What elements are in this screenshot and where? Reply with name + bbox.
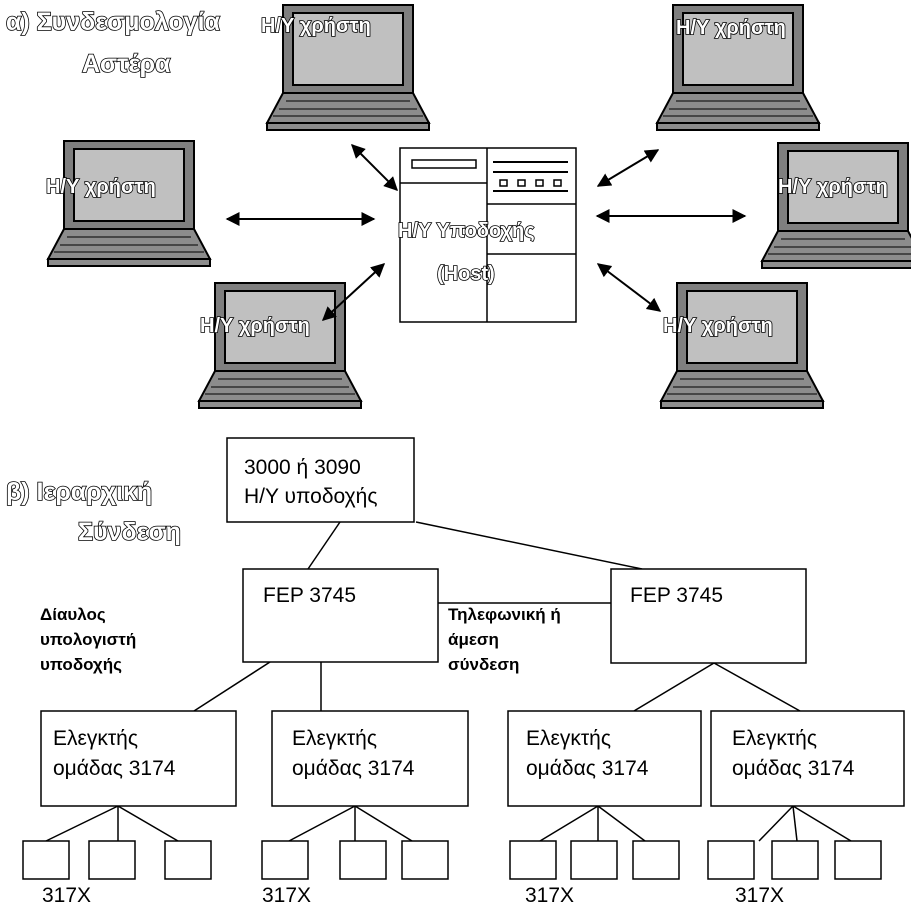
channel-label-line2: υπολογιστή <box>40 630 136 649</box>
host-label-line2: (Host) <box>437 263 495 285</box>
controller-box-1 <box>40 710 237 807</box>
controller-box-3 <box>507 710 702 807</box>
phone-label-line2: άμεση <box>448 630 499 649</box>
phone-label-line1: Τηλεφωνική ή <box>448 605 561 624</box>
user-pc-label: Η/Υ χρήστη <box>46 176 156 198</box>
controller-1-line1: Ελεγκτής <box>53 727 138 750</box>
controller-4-line1: Ελεγκτής <box>732 727 817 750</box>
host-label-line1: Η/Υ Υποδοχής <box>398 220 535 242</box>
terminal-label-4: 317X <box>735 884 784 907</box>
controller-2-line2: ομάδας 3174 <box>292 757 415 780</box>
channel-label-line1: Δίαυλος <box>40 605 106 624</box>
terminal-box <box>632 840 680 880</box>
arrow-bottom-left <box>321 263 386 321</box>
laptop-middle-left: Η/Υ χρήστη <box>45 140 211 267</box>
terminal-box <box>22 840 70 880</box>
terminal-box <box>164 840 212 880</box>
terminal-box <box>401 840 449 880</box>
arrow-top-right <box>596 149 660 187</box>
fep-box-right <box>610 568 807 664</box>
host-server <box>399 147 577 323</box>
controller-3-line1: Ελεγκτής <box>526 727 611 750</box>
terminal-label-2: 317X <box>262 884 311 907</box>
fep-label-right: FEP 3745 <box>630 584 723 607</box>
star-title-line2: Αστέρα <box>82 50 171 78</box>
laptop-top-left: Η/Υ χρήστη <box>260 4 430 131</box>
channel-label-line3: υποδοχής <box>40 655 122 674</box>
mainframe-label-line1: 3000 ή 3090 <box>244 456 361 479</box>
phone-label-line3: σύνδεση <box>448 655 519 674</box>
user-pc-label: Η/Υ χρήστη <box>663 315 773 337</box>
mainframe-label-line2: Η/Υ υποδοχής <box>244 485 377 508</box>
controller-2-line1: Ελεγκτής <box>292 727 377 750</box>
terminal-box <box>707 840 755 880</box>
terminal-box <box>771 840 819 880</box>
controller-4-line2: ομάδας 3174 <box>732 757 855 780</box>
hierarchy-title-line1: β) Ιεραρχική <box>6 478 152 506</box>
controller-box-4 <box>710 710 905 807</box>
star-connection-arrows <box>225 144 747 321</box>
terminals <box>22 840 882 880</box>
laptop-top-right: Η/Υ χρήστη <box>656 4 820 131</box>
arrow-top-left <box>351 144 398 191</box>
hierarchy-title-line2: Σύνδεση <box>78 518 181 546</box>
controller-1-line2: ομάδας 3174 <box>53 757 176 780</box>
terminal-box <box>570 840 618 880</box>
user-pc-label: Η/Υ χρήστη <box>676 17 786 39</box>
arrow-bottom-right <box>596 263 662 312</box>
user-pc-label: Η/Υ χρήστη <box>261 15 371 37</box>
laptop-bottom-left: Η/Υ χρήστη <box>198 282 362 409</box>
fep-box-left <box>242 568 439 663</box>
terminal-box <box>88 840 136 880</box>
mainframe-box <box>226 437 415 523</box>
terminal-label-1: 317X <box>42 884 91 907</box>
user-pc-label: Η/Υ χρήστη <box>200 315 310 337</box>
user-pc-label: Η/Υ χρήστη <box>778 176 888 198</box>
terminal-box <box>509 840 557 880</box>
terminal-box <box>261 840 309 880</box>
laptop-middle-right: Η/Υ χρήστη <box>761 142 911 269</box>
laptop-bottom-right: Η/Υ χρήστη <box>660 282 824 409</box>
terminal-box <box>834 840 882 880</box>
fep-label-left: FEP 3745 <box>263 584 356 607</box>
terminal-box <box>339 840 387 880</box>
hierarchy-links <box>45 521 852 842</box>
star-title-line1: α) Συνδεσμολογία <box>6 8 221 36</box>
controller-box-2 <box>271 710 469 807</box>
terminal-label-3: 317X <box>525 884 574 907</box>
controller-3-line2: ομάδας 3174 <box>526 757 649 780</box>
